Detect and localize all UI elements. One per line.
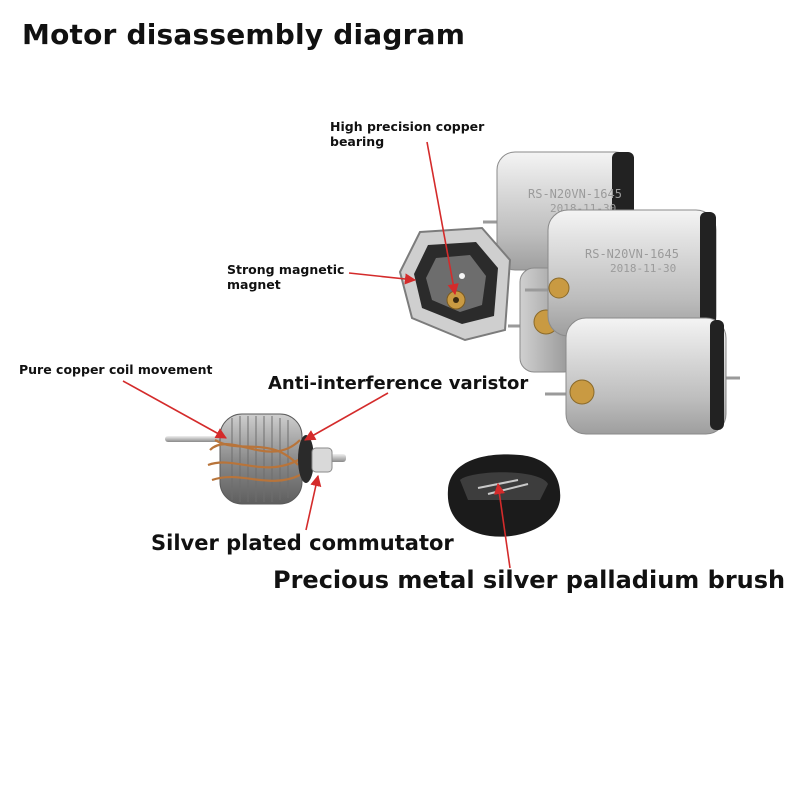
page-title: Motor disassembly diagram bbox=[22, 18, 466, 51]
label-copper-bearing-line1: High precision copper bbox=[330, 119, 485, 134]
label-copper-bearing: High precision copper bearing bbox=[330, 119, 505, 149]
callout-arrows bbox=[122, 141, 511, 569]
label-copper-bearing-line2: bearing bbox=[330, 134, 385, 149]
can-marking-model: RS-N20VN-1645 bbox=[528, 187, 622, 201]
label-varistor: Anti-interference varistor bbox=[268, 373, 529, 394]
can-marking-date-2: 2018-11-30 bbox=[610, 262, 676, 275]
arrow-bearing bbox=[426, 141, 459, 296]
arrow-commutator bbox=[305, 474, 322, 531]
arrow-varistor bbox=[304, 392, 389, 441]
label-brush: Precious metal silver palladium brush bbox=[273, 566, 786, 594]
open-motor-can bbox=[398, 226, 512, 342]
label-copper-coil: Pure copper coil movement bbox=[19, 362, 213, 377]
label-magnet-line1: Strong magnetic bbox=[227, 262, 345, 277]
label-magnet-line2: magnet bbox=[227, 277, 281, 292]
can-marking-model-2: RS-N20VN-1645 bbox=[585, 247, 679, 261]
motor-can-front bbox=[545, 317, 740, 435]
rotor-armature bbox=[165, 413, 346, 505]
arrow-coil bbox=[122, 380, 227, 439]
motor-can-middle: RS-N20VN-1645 2018-11-30 bbox=[525, 209, 717, 337]
arrow-magnet bbox=[348, 272, 417, 285]
arrow-brush bbox=[493, 482, 511, 569]
label-commutator: Silver plated commutator bbox=[151, 531, 454, 555]
label-magnet: Strong magnetic magnet bbox=[227, 262, 367, 292]
